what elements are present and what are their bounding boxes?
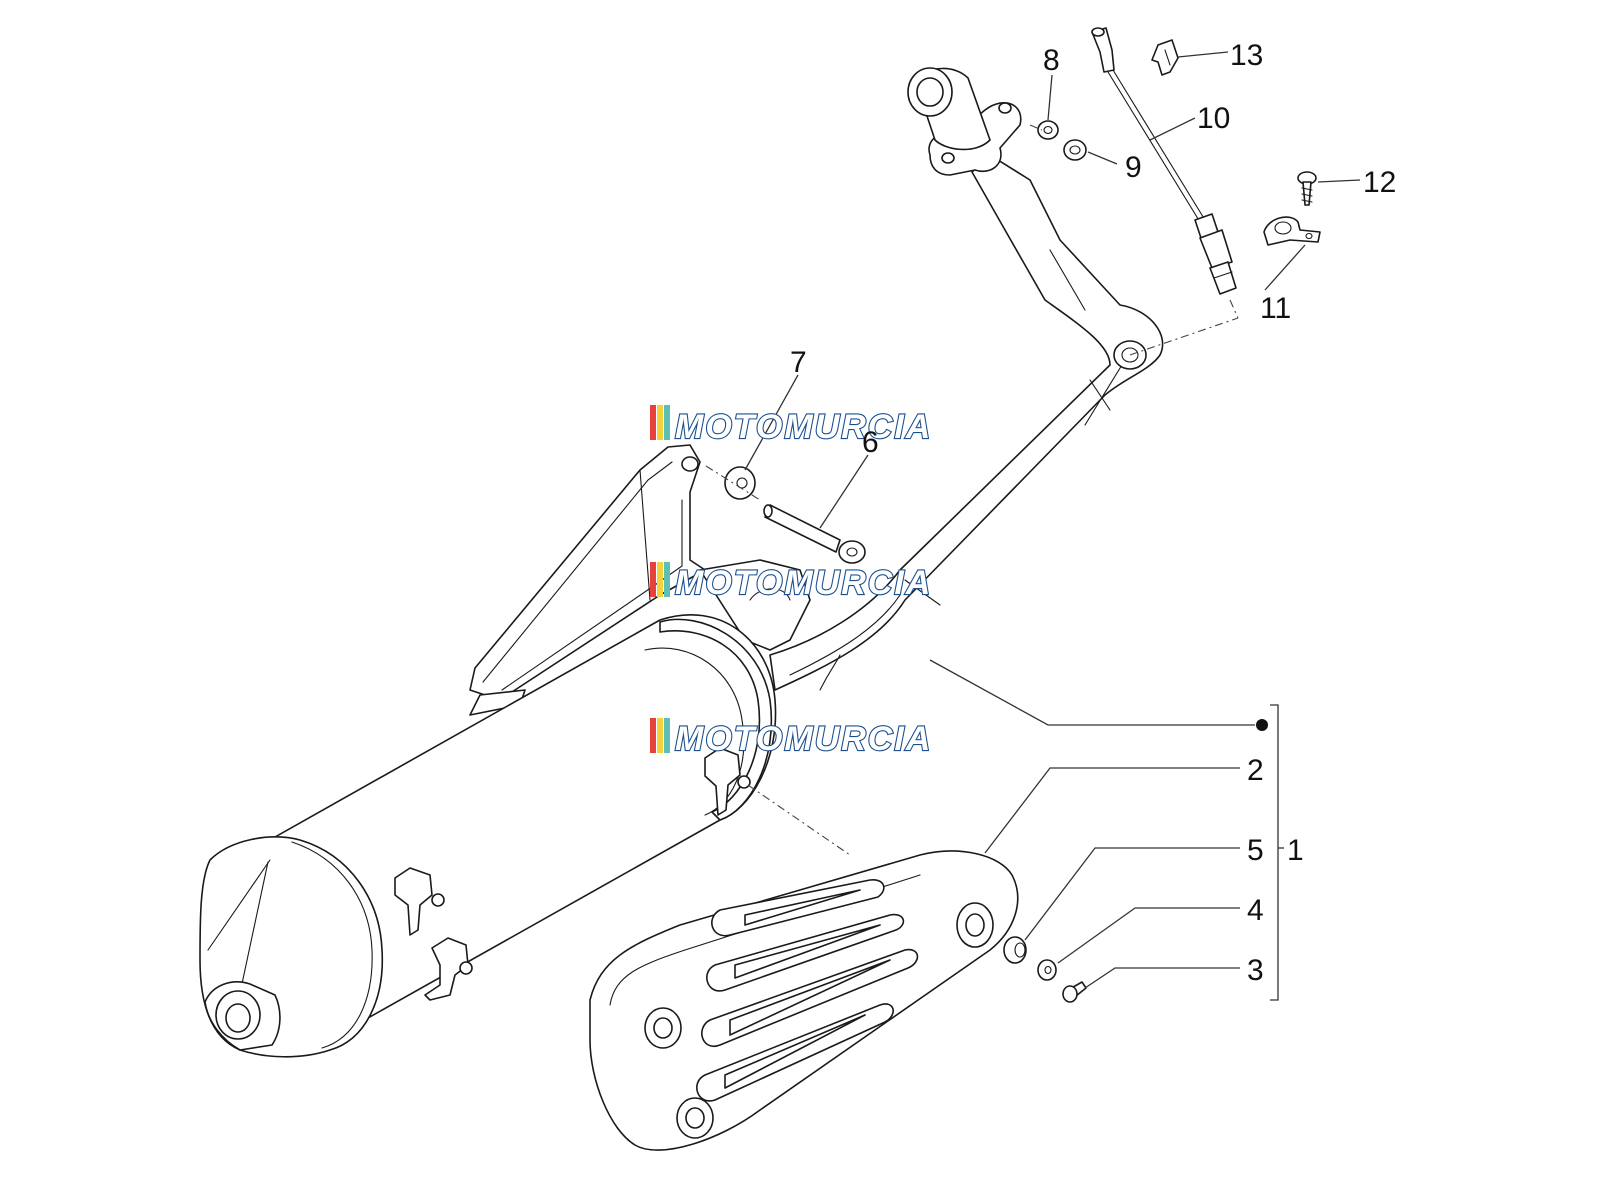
clamp-part-11 [1263,216,1321,246]
callout-13: 13 [1230,39,1263,72]
watermark-3: MOTOMURCIA [650,718,932,759]
callout-9: 9 [1125,151,1142,184]
watermark-1: MOTOMURCIA [650,405,932,447]
callout-2: 2 [1247,754,1264,787]
heat-shield [589,850,1019,1151]
callout-5: 5 [1247,834,1264,867]
watermark-text-2: MOTOMURCIA [675,564,932,602]
callout-1: 1 [1287,834,1304,867]
assembly-dot [1256,719,1268,731]
screw-part-12 [1297,171,1317,206]
nut-part-9 [1063,139,1087,161]
callout-7: 7 [790,346,807,379]
callout-6: 6 [862,426,879,459]
muffler-body [199,614,777,1058]
bolt-part-6 [763,504,866,564]
washer-part-8 [1037,120,1059,140]
watermark-text-1: MOTOMURCIA [675,408,932,446]
callout-3: 3 [1247,954,1264,987]
grommet-part-5 [1003,936,1027,964]
leader-lines [744,51,1361,1001]
watermark-2: MOTOMURCIA [650,562,932,603]
callout-labels: 7 6 8 9 10 12 11 13 2 5 1 4 3 [790,39,1396,987]
callout-12: 12 [1363,166,1396,199]
screw-part-3 [1062,981,1087,1003]
callout-10: 10 [1197,102,1230,135]
clip-part-13 [1151,39,1179,76]
callout-11: 11 [1260,292,1291,325]
washer-part-4 [1037,959,1057,981]
exhaust-pipe [769,67,1164,691]
assembly-lines [705,124,1239,856]
callout-8: 8 [1043,44,1060,77]
watermark-text-3: MOTOMURCIA [675,720,932,758]
oxygen-sensor-part-10 [1091,27,1237,295]
washer-part-7 [724,466,756,500]
callout-4: 4 [1247,894,1264,927]
